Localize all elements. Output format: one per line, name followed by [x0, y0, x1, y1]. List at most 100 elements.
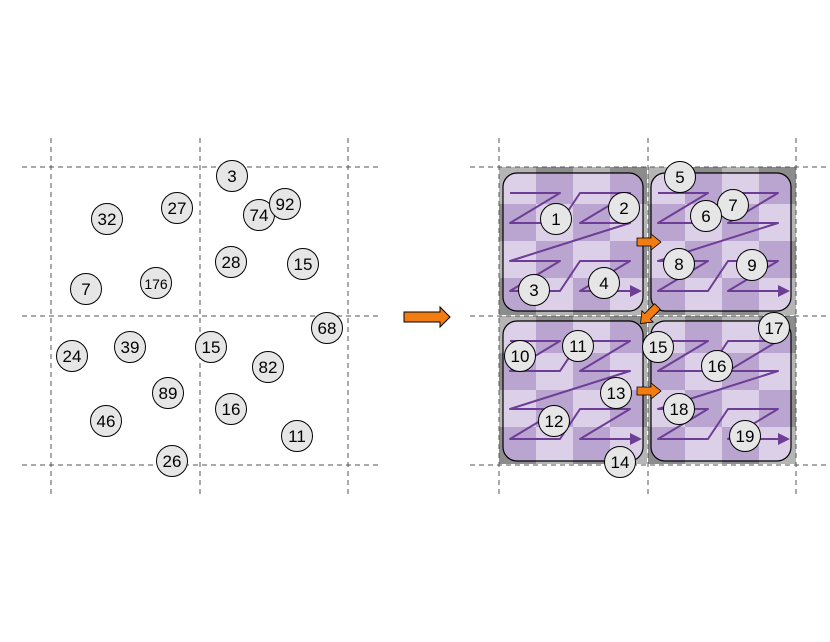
node-label: 12 — [545, 412, 564, 431]
left-node: 176 — [140, 267, 172, 299]
node-label: 3 — [529, 281, 538, 300]
orange-arrow-icon — [636, 382, 662, 400]
left-node: 15 — [287, 248, 319, 280]
node-label: 15 — [202, 338, 221, 357]
node-label: 24 — [63, 347, 82, 366]
node-circle — [70, 273, 102, 305]
node-label: 74 — [250, 206, 269, 225]
block-cell — [759, 278, 791, 311]
node-circle — [215, 246, 247, 278]
block-cell — [759, 427, 791, 461]
node-label: 46 — [97, 412, 116, 431]
node-label: 27 — [168, 199, 187, 218]
node-label: 82 — [259, 358, 278, 377]
left-node: 24 — [56, 340, 88, 372]
node-label: 39 — [121, 338, 140, 357]
block-cell — [610, 241, 643, 278]
orange-arrow-icon — [636, 233, 662, 251]
node-circle — [195, 331, 227, 363]
node-circle — [269, 188, 301, 220]
right-node: 11 — [562, 330, 594, 362]
node-circle — [540, 203, 572, 235]
right-node: 8 — [663, 248, 695, 280]
z-order-path — [509, 340, 634, 440]
node-label: 68 — [318, 319, 337, 338]
node-circle — [663, 393, 695, 425]
block-cell — [722, 321, 759, 353]
left-node: 27 — [161, 192, 193, 224]
node-circle — [90, 405, 122, 437]
node-circle — [216, 160, 248, 192]
node-circle — [114, 331, 146, 363]
node-circle — [604, 446, 636, 478]
block-cell — [503, 241, 536, 278]
node-label: 18 — [670, 400, 689, 419]
node-circle — [311, 312, 343, 344]
node-label: 14 — [611, 453, 630, 472]
node-circle — [518, 274, 550, 306]
left-node: 11 — [281, 420, 313, 452]
node-circle — [758, 312, 790, 344]
node-label: 9 — [747, 256, 756, 275]
left-node: 26 — [156, 445, 188, 477]
left-node: 46 — [90, 405, 122, 437]
node-label: 16 — [222, 400, 241, 419]
node-label: 28 — [222, 253, 241, 272]
right-node: 2 — [608, 192, 640, 224]
node-circle — [701, 350, 733, 382]
left-node: 7 — [70, 273, 102, 305]
right-node: 7 — [717, 189, 749, 221]
node-label: 16 — [708, 357, 727, 376]
right-arrow-icon — [403, 305, 451, 329]
node-label: 3 — [227, 167, 236, 186]
path-end-arrow-icon — [778, 433, 790, 445]
path-end-arrow-icon — [778, 285, 790, 297]
node-circle — [156, 445, 188, 477]
node-label: 176 — [144, 276, 168, 292]
node-label: 17 — [765, 319, 784, 338]
node-circle — [287, 248, 319, 280]
node-circle — [600, 377, 632, 409]
node-circle — [161, 192, 193, 224]
block-cell — [759, 173, 791, 204]
node-label: 1 — [551, 210, 560, 229]
right-node: 3 — [518, 274, 550, 306]
node-circle — [538, 405, 570, 437]
node-label: 89 — [159, 384, 178, 403]
node-circle — [252, 351, 284, 383]
node-circle — [215, 393, 247, 425]
node-circle — [152, 377, 184, 409]
left-node: 15 — [195, 331, 227, 363]
right-node: 9 — [736, 249, 768, 281]
path-end-arrow-icon — [630, 285, 642, 297]
node-label: 13 — [607, 384, 626, 403]
block-cell — [503, 173, 536, 204]
right-node: 15 — [642, 331, 674, 363]
left-node: 16 — [215, 393, 247, 425]
block-cell — [536, 173, 573, 204]
left-node: 28 — [215, 246, 247, 278]
node-label: 32 — [98, 210, 117, 229]
node-label: 6 — [701, 207, 710, 226]
node-label: 11 — [288, 427, 306, 446]
right-node: 6 — [690, 200, 722, 232]
right-node: 18 — [663, 393, 695, 425]
left-node: 89 — [152, 377, 184, 409]
right-node: 1 — [540, 203, 572, 235]
z-order-path — [509, 192, 634, 292]
node-circle — [140, 267, 172, 299]
node-label: 5 — [675, 168, 684, 187]
left-node: 68 — [311, 312, 343, 344]
block-cell — [685, 427, 722, 461]
node-label: 7 — [728, 196, 737, 215]
block-cell — [685, 321, 722, 353]
node-circle — [608, 192, 640, 224]
node-circle — [664, 161, 696, 193]
right-node: 13 — [600, 377, 632, 409]
right-node: 4 — [588, 267, 620, 299]
orange-arrow-icon — [640, 303, 661, 324]
node-circle — [562, 330, 594, 362]
left-node: 3 — [216, 160, 248, 192]
